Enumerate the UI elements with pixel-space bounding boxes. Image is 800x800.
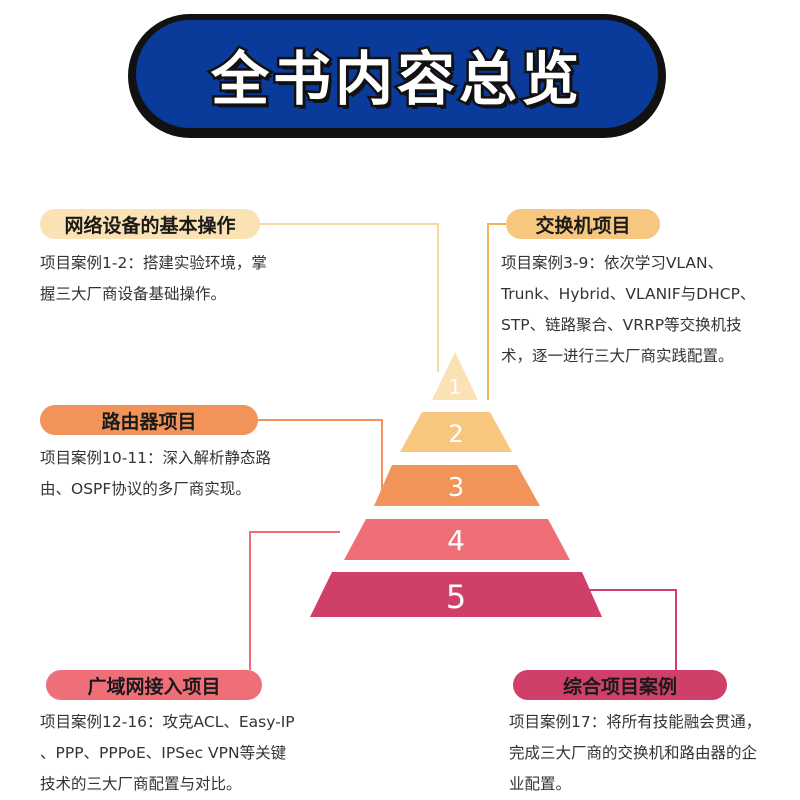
title-banner-inner: 全书内容总览: [136, 20, 658, 128]
pyramid-level-4: [344, 519, 570, 560]
connector-network-devices: [250, 223, 439, 372]
level-1-number: 1: [449, 375, 462, 399]
desc-line: 项目案例17：将所有技能融会贯通，: [509, 713, 762, 731]
section-desc-network-devices: 项目案例1-2：搭建实验环境，掌 握三大厂商设备基础操作。: [40, 248, 267, 310]
section-desc-switch: 项目案例3-9：依次学习VLAN、 Trunk、Hybrid、VLANIF与DH…: [501, 248, 755, 372]
level-2-number: 2: [448, 420, 463, 448]
section-heading-text: 广域网接入项目: [87, 675, 221, 698]
desc-line: 、PPP、PPPoE、IPSec VPN等关键: [40, 744, 287, 762]
pyramid-level-3: [374, 465, 540, 506]
section-heading-switch: 交换机项目: [506, 209, 660, 239]
desc-line: 项目案例10-11：深入解析静态路: [40, 449, 272, 467]
section-heading-text: 交换机项目: [535, 214, 631, 237]
desc-line: 完成三大厂商的交换机和路由器的企: [509, 744, 758, 762]
level-3-number: 3: [448, 473, 465, 503]
connector-router: [250, 419, 383, 500]
section-heading-integrated: 综合项目案例: [513, 670, 727, 700]
desc-line: 项目案例1-2：搭建实验环境，掌: [40, 254, 267, 272]
pyramid-level-1: [432, 352, 478, 400]
section-heading-text: 路由器项目: [101, 410, 197, 433]
level-4-number: 4: [447, 524, 465, 557]
connector-integrated: [572, 589, 677, 684]
section-desc-wan: 项目案例12-16：攻克ACL、Easy-IP 、PPP、PPPoE、IPSec…: [40, 707, 295, 800]
section-heading-network-devices: 网络设备的基本操作: [40, 209, 260, 239]
section-desc-integrated: 项目案例17：将所有技能融会贯通， 完成三大厂商的交换机和路由器的企 业配置。: [509, 707, 761, 800]
desc-line: 握三大厂商设备基础操作。: [40, 285, 227, 303]
pyramid-level-2: [400, 412, 512, 452]
section-desc-router: 项目案例10-11：深入解析静态路 由、OSPF协议的多厂商实现。: [40, 443, 271, 505]
desc-line: 由、OSPF协议的多厂商实现。: [40, 480, 251, 498]
section-heading-text: 综合项目案例: [562, 675, 677, 698]
desc-line: 项目案例3-9：依次学习VLAN、: [501, 254, 724, 272]
desc-line: STP、链路聚合、VRRP等交换机技: [501, 316, 742, 334]
desc-line: 业配置。: [509, 775, 572, 793]
section-heading-wan: 广域网接入项目: [46, 670, 262, 700]
pyramid-level-5: [310, 572, 602, 617]
connector-switch: [487, 223, 512, 400]
desc-line: 项目案例12-16：攻克ACL、Easy-IP: [40, 713, 295, 731]
page-title: 全书内容总览: [208, 43, 583, 116]
section-heading-text: 网络设备的基本操作: [64, 214, 236, 237]
section-heading-router: 路由器项目: [40, 405, 258, 435]
desc-line: 技术的三大厂商配置与对比。: [40, 775, 242, 793]
level-5-number: 5: [446, 578, 466, 616]
desc-line: 术，逐一进行三大厂商实践配置。: [501, 347, 734, 365]
desc-line: Trunk、Hybrid、VLANIF与DHCP、: [501, 285, 756, 303]
connector-wan: [249, 531, 340, 670]
